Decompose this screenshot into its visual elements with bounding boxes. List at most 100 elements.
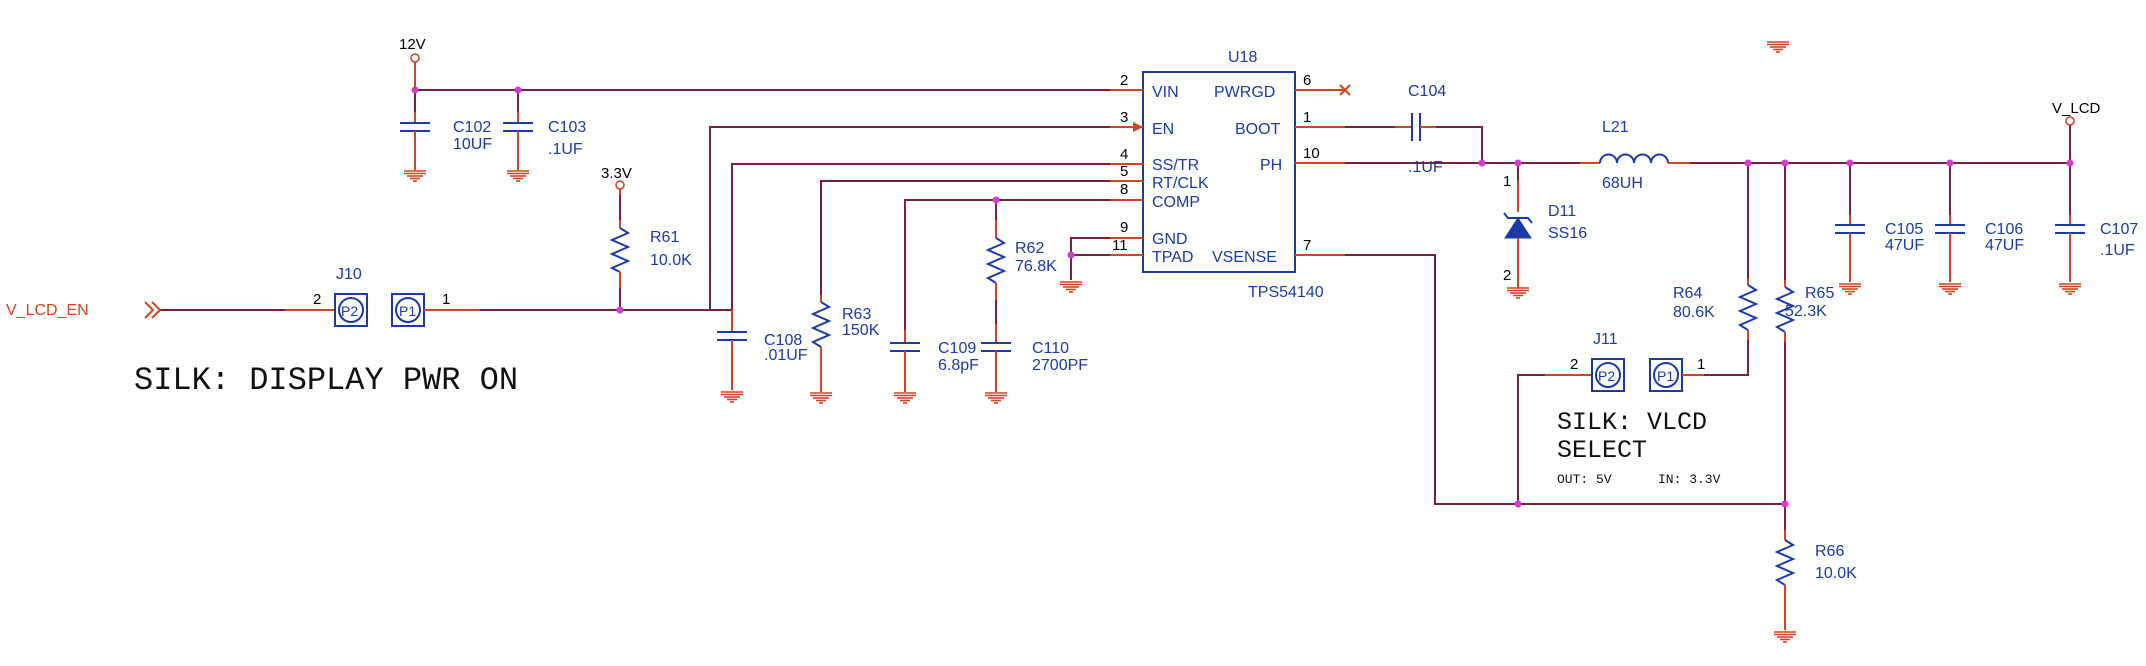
c106-value: 47UF (1985, 237, 2024, 254)
j10-p1: P1 (399, 303, 416, 319)
pin-num-vin: 2 (1120, 72, 1128, 89)
c108-ref: C108 (764, 332, 802, 349)
d11-pin2: 2 (1503, 267, 1511, 284)
resistor-r64: R64 80.6K (1673, 278, 1759, 340)
capacitor-c108: C108 .01UF (717, 310, 808, 403)
pin-num-ph: 10 (1303, 145, 1320, 162)
pin-num-vsense: 7 (1303, 237, 1311, 254)
r62-ref: R62 (1015, 240, 1044, 257)
silk-out: OUT: 5V (1557, 472, 1612, 487)
resistor-r61: R61 10.0K (609, 220, 692, 288)
diode-d11: 1 2 D11 SS16 (1503, 173, 1587, 299)
power-vlcd-label: V_LCD (2052, 100, 2101, 117)
ic-ref: U18 (1228, 49, 1257, 66)
c105-ref: C105 (1885, 221, 1923, 238)
r66-value: 10.0K (1815, 565, 1857, 582)
net-vlcd-en-label: V_LCD_EN (6, 302, 89, 319)
pin-vin: VIN (1152, 84, 1179, 101)
capacitor-c103: C103 .1UF (503, 112, 586, 182)
pin-pwrgd: PWRGD (1214, 84, 1275, 101)
ic-u18: U18 TPS54140 VIN EN SS/TR RT/CLK COMP GN… (1110, 49, 1351, 301)
pin-rtclk: RT/CLK (1152, 175, 1209, 192)
r63-ref: R63 (842, 306, 871, 323)
pin-num-gnd: 9 (1120, 219, 1128, 236)
pin-num-en: 3 (1120, 109, 1128, 126)
c104-value: .1UF (1408, 159, 1443, 176)
resistor-r62: R62 76.8K (985, 220, 1057, 300)
j10-pin1: 1 (442, 291, 450, 308)
c110-ref: C110 (1032, 340, 1069, 357)
pin-gnd: GND (1152, 231, 1188, 248)
capacitor-c110: C110 2700PF (981, 324, 1088, 404)
c107-value: .1UF (2100, 242, 2135, 259)
c102-value: 10UF (453, 136, 492, 153)
pin-num-tpad: 11 (1112, 237, 1128, 254)
pin-tpad: TPAD (1152, 249, 1193, 266)
r64-value: 80.6K (1673, 304, 1715, 321)
r62-value: 76.8K (1015, 258, 1057, 275)
jumper-j11: P2 P1 J11 2 1 (1545, 331, 1705, 392)
pin-ph: PH (1260, 157, 1282, 174)
pin-num-boot: 1 (1303, 109, 1311, 126)
j10-pin2: 2 (313, 291, 321, 308)
pin-comp: COMP (1152, 194, 1200, 211)
j11-p2: P2 (1598, 368, 1615, 384)
capacitor-c107: C107 .1UF (2055, 215, 2138, 295)
r66-ref: R66 (1815, 543, 1844, 560)
c108-value: .01UF (764, 347, 808, 364)
c105-value: 47UF (1885, 237, 1924, 254)
capacitor-c109: C109 6.8pF (890, 330, 979, 404)
pin-num-comp: 8 (1120, 181, 1128, 198)
wires (160, 89, 2071, 628)
l21-ref: L21 (1602, 119, 1629, 136)
silk-in: IN: 3.3V (1658, 472, 1721, 487)
j11-p1: P1 (1657, 368, 1674, 384)
c110-value: 2700PF (1032, 357, 1088, 374)
resistor-r66: R66 10.0K (1773, 530, 1857, 643)
power-12v-label: 12V (399, 36, 426, 53)
capacitor-c105: C105 47UF (1835, 215, 1924, 295)
capacitor-c104: C104 .1UF (1395, 83, 1446, 176)
r64-ref: R64 (1673, 285, 1702, 302)
c106-ref: C106 (1985, 221, 2023, 238)
pin-num-rtclk: 5 (1120, 163, 1128, 180)
j10-ref: J10 (336, 266, 362, 283)
power-12v: 12V (399, 36, 426, 90)
d11-pin1: 1 (1503, 173, 1511, 190)
l21-value: 68UH (1602, 175, 1643, 192)
silk-vlcd-line2: SELECT (1557, 436, 1647, 465)
power-3v3: 3.3V (601, 165, 632, 195)
silk-display-pwr: SILK: DISPLAY PWR ON (134, 362, 518, 399)
r61-ref: R61 (650, 229, 679, 246)
resistor-r63: R63 150K (809, 295, 880, 404)
junctions (411, 86, 2074, 508)
pin-en: EN (1152, 121, 1174, 138)
j11-pin1: 1 (1697, 356, 1705, 373)
pin-num-sstr: 4 (1120, 146, 1128, 163)
r63-value: 150K (842, 322, 880, 339)
c102-ref: C102 (453, 119, 491, 136)
ground-tpad (1059, 281, 1083, 293)
ic-part: TPS54140 (1248, 284, 1324, 301)
power-3v3-label: 3.3V (601, 165, 632, 182)
j11-pin2: 2 (1570, 356, 1578, 373)
pin-vsense: VSENSE (1212, 249, 1277, 266)
j10-p2: P2 (341, 303, 358, 319)
power-vlcd: V_LCD (2052, 100, 2101, 126)
silk-vlcd-line1: SILK: VLCD (1557, 408, 1707, 437)
j11-ref: J11 (1593, 331, 1618, 348)
c107-ref: C107 (2100, 221, 2138, 238)
pin-boot: BOOT (1235, 121, 1281, 138)
jumper-j10: P2 P1 J10 2 1 (285, 266, 480, 327)
ground-symbol-top (1766, 41, 1790, 53)
c109-value: 6.8pF (938, 357, 979, 374)
capacitor-c102: C102 10UF (400, 112, 492, 182)
r61-value: 10.0K (650, 252, 692, 269)
inductor-l21: L21 68UH (1580, 119, 1690, 192)
c103-value: .1UF (548, 141, 583, 158)
net-vlcd-en: V_LCD_EN (6, 301, 162, 319)
pin-num-pwrgd: 6 (1303, 72, 1311, 89)
r65-ref: R65 (1805, 285, 1834, 302)
c109-ref: C109 (938, 340, 976, 357)
